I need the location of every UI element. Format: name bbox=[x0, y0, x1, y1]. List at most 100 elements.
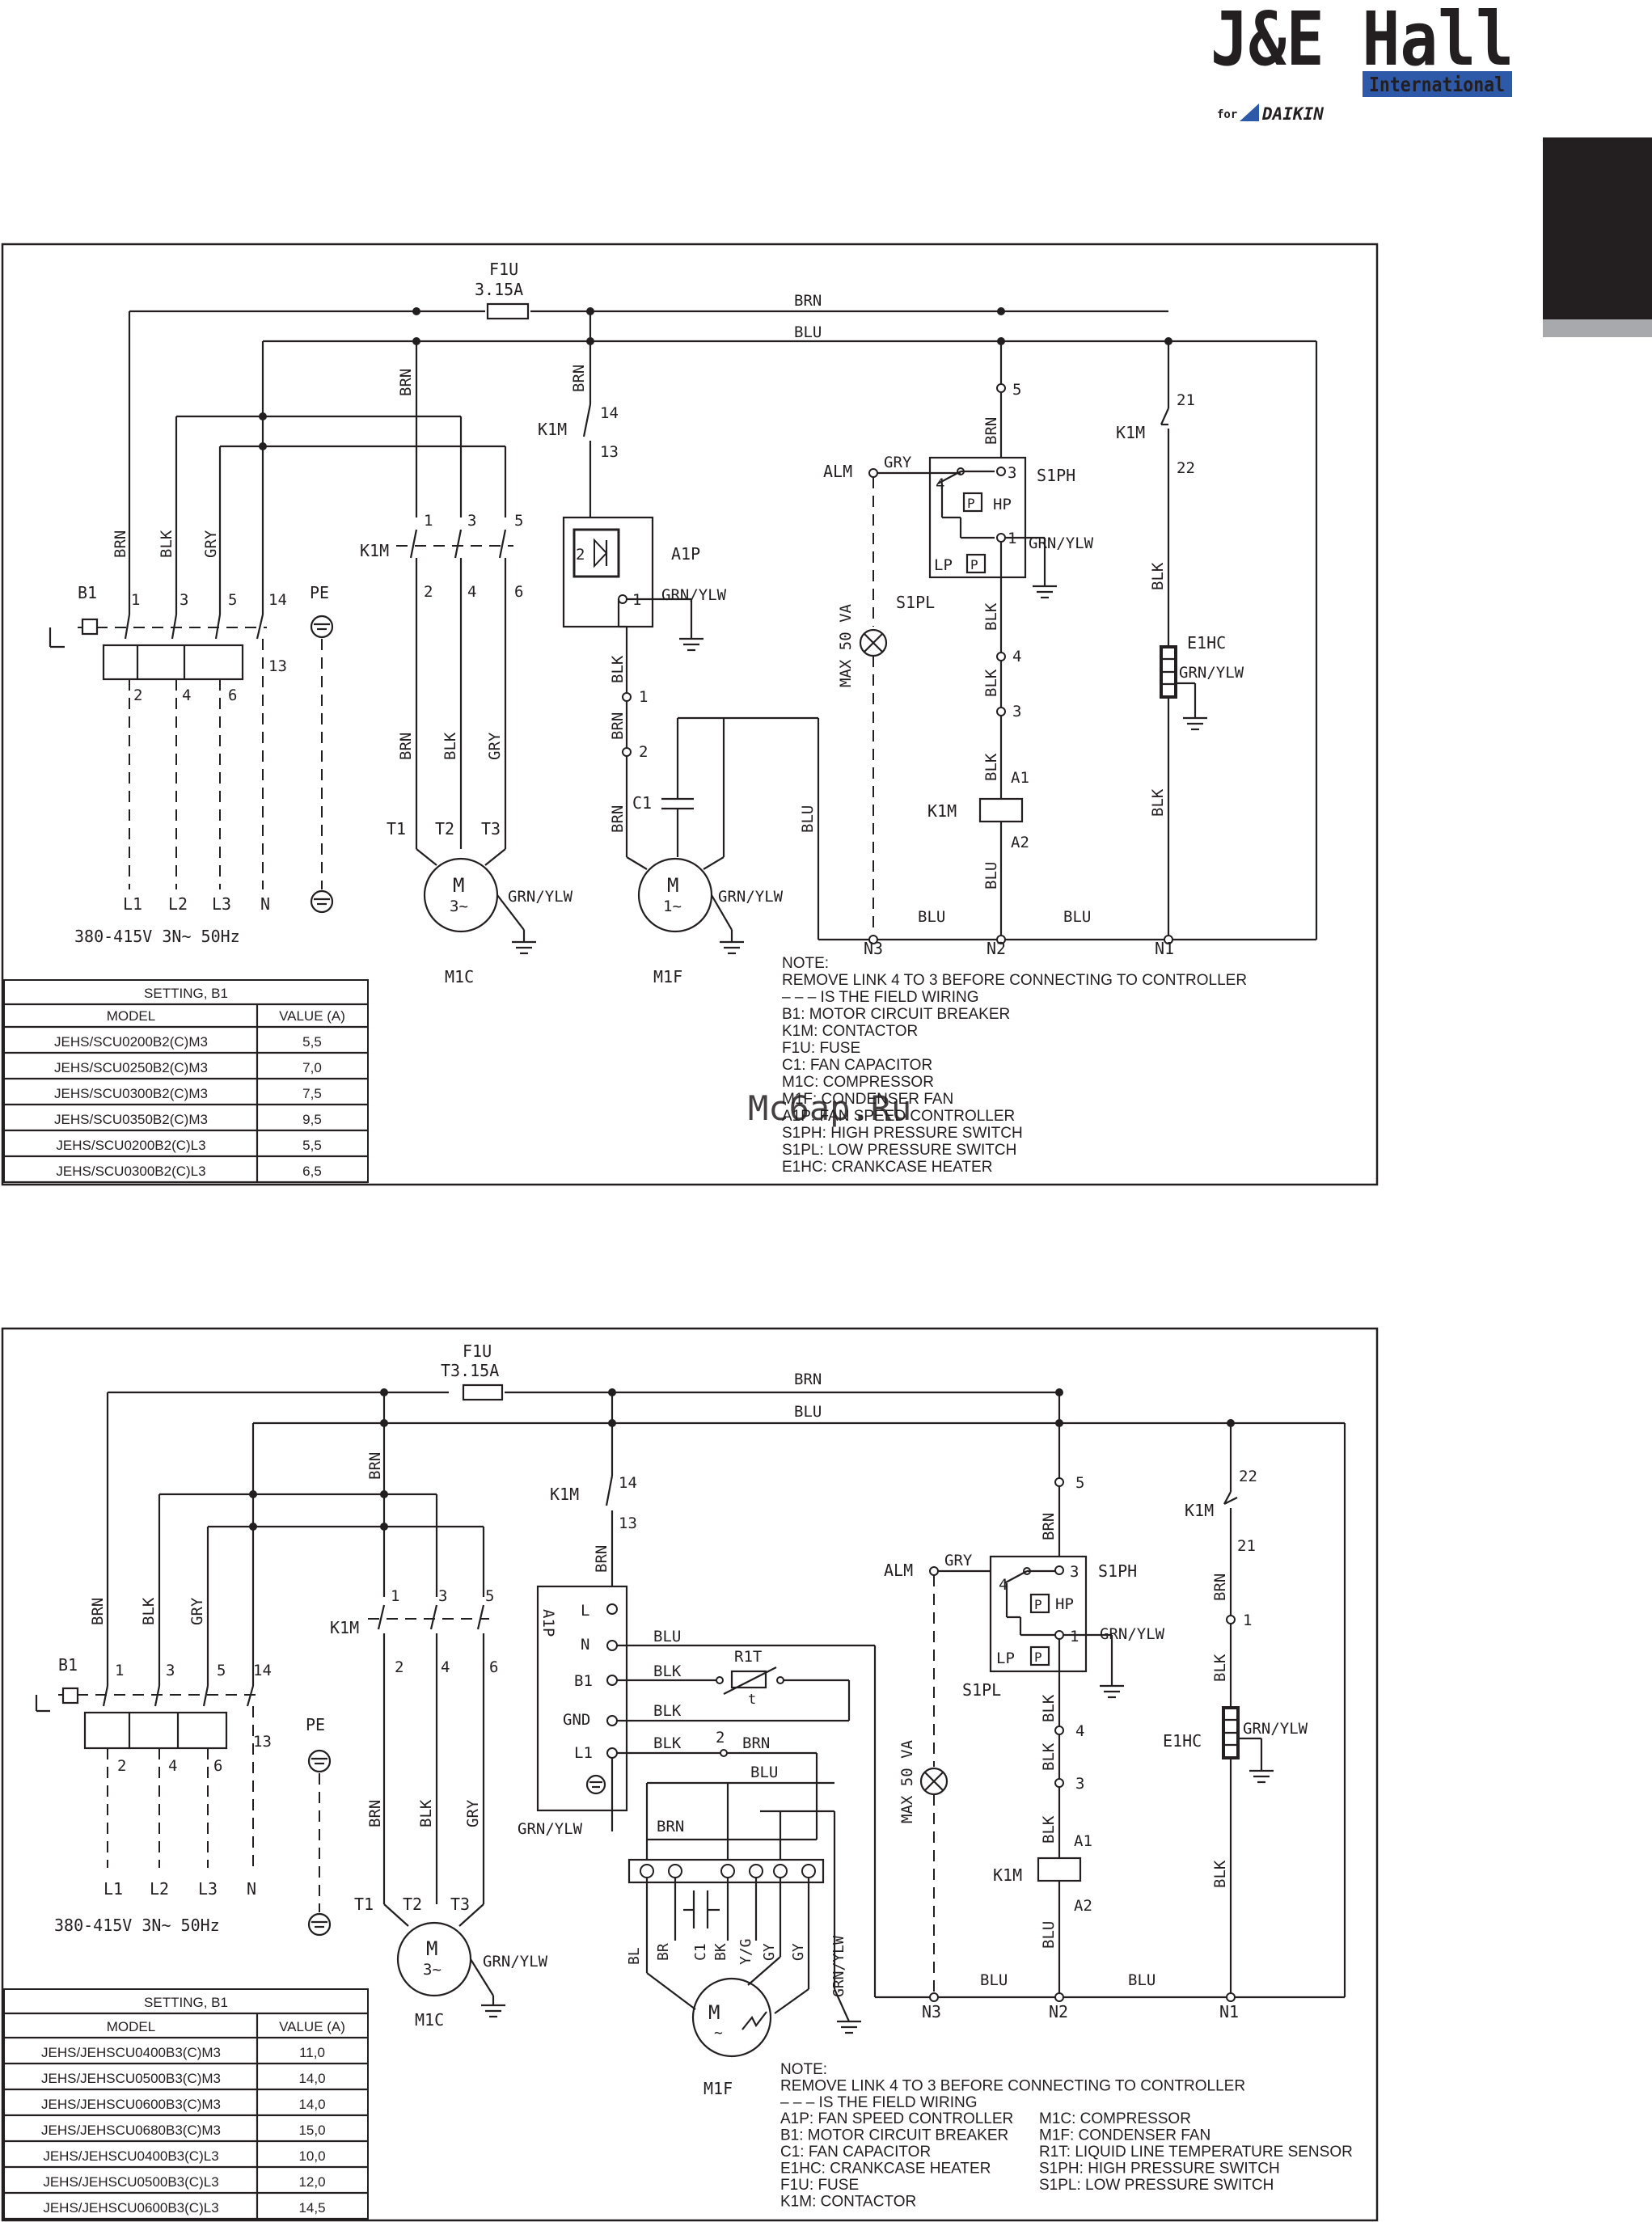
s1ph-label: S1PH bbox=[1037, 466, 1075, 485]
supply-rating: 380-415V 3N~ 50Hz bbox=[54, 1916, 220, 1935]
brand-partner: DAIKIN bbox=[1261, 104, 1324, 124]
terminal-label: 2 bbox=[639, 743, 648, 761]
terminal-label: 4 bbox=[1012, 648, 1021, 665]
wire-label: GRN/YLW bbox=[1243, 1720, 1308, 1738]
a1p-terminal-n: N bbox=[581, 1636, 589, 1654]
wire-label: BLK bbox=[653, 1662, 682, 1680]
b1-label: B1 bbox=[78, 583, 97, 602]
note-line: F1U: FUSE bbox=[780, 2177, 859, 2194]
m1c-label: M1C bbox=[445, 967, 474, 986]
wire-label: BLK bbox=[158, 530, 175, 558]
table-title: SETTING, B1 bbox=[144, 1995, 228, 2010]
table-cell-value: 14,5 bbox=[298, 2200, 325, 2216]
note-line: – – – IS THE FIELD WIRING bbox=[782, 989, 979, 1006]
table-cell-value: 9,5 bbox=[302, 1112, 322, 1127]
note-line: NOTE: bbox=[782, 955, 829, 972]
wire-label: BLK bbox=[982, 602, 1000, 631]
motor-phase: ~ bbox=[714, 2025, 723, 2042]
table-cell-model: JEHS/SCU0300B2(C)L3 bbox=[56, 1164, 205, 1179]
motor-circuit-breaker-b1: B1 1 3 5 14 13 2 4 6 bbox=[49, 583, 287, 704]
wire-label: BRN bbox=[112, 530, 129, 558]
temperature-sensor-r1t: R1T t bbox=[716, 1648, 784, 1708]
wire-label: BRN bbox=[794, 1371, 822, 1388]
hp-label: HP bbox=[993, 496, 1012, 513]
motor-m: M bbox=[708, 2001, 720, 2024]
wire-label: BRN bbox=[366, 1452, 384, 1480]
wire-label: BLK bbox=[1211, 1654, 1229, 1682]
pressure-sensor-p: P bbox=[1034, 1597, 1042, 1612]
wire-label: Y/G bbox=[737, 1938, 754, 1965]
supply-l1: L1 bbox=[123, 894, 142, 914]
wire-label: BRN bbox=[366, 1800, 384, 1827]
wire-label: GRN/YLW bbox=[1179, 664, 1244, 682]
terminal-label: 5 bbox=[1075, 1474, 1084, 1492]
b1-terminal: 4 bbox=[182, 686, 191, 704]
table-cell-model: JEHS/JEHSCU0680B3(C)M3 bbox=[41, 2123, 221, 2138]
wire-label: BRN bbox=[1040, 1513, 1058, 1540]
wire-label: GRN/YLW bbox=[508, 888, 573, 906]
earth-icon bbox=[1033, 585, 1057, 599]
wire-label: BLK bbox=[653, 1734, 682, 1752]
n3-label: N3 bbox=[922, 2002, 941, 2021]
terminal-label: 1 bbox=[1243, 1612, 1252, 1629]
terminal-label: 3 bbox=[1075, 1775, 1084, 1793]
supply-l1: L1 bbox=[104, 1879, 123, 1899]
supply-l3: L3 bbox=[198, 1879, 218, 1899]
b1-terminal: 14 bbox=[253, 1662, 272, 1679]
watermark: Mc6ap.Ru bbox=[748, 1088, 911, 1128]
earth-icon bbox=[481, 2004, 505, 2018]
crankcase-heater-e1hc: E1HC bbox=[1160, 633, 1226, 699]
earth-icon bbox=[1183, 716, 1207, 731]
lp-label: LP bbox=[996, 1650, 1015, 1667]
wire-label: BLK bbox=[609, 655, 627, 683]
note-line: S1PL: LOW PRESSURE SWITCH bbox=[1039, 2177, 1274, 2194]
contact-terminal: 3 bbox=[467, 512, 476, 530]
table-cell-model: JEHS/JEHSCU0500B3(C)L3 bbox=[43, 2174, 218, 2190]
wire-label: BRN bbox=[982, 417, 1000, 445]
wire-label: BRN bbox=[593, 1545, 611, 1573]
contact-terminal: 4 bbox=[441, 1658, 450, 1676]
wire-label: BLK bbox=[442, 732, 459, 760]
table-header-value: VALUE (A) bbox=[279, 1008, 345, 1024]
a1p-label: A1P bbox=[539, 1609, 557, 1637]
wire-label: BLU bbox=[750, 1764, 778, 1781]
hp-label: HP bbox=[1055, 1595, 1074, 1613]
motor-phase: 3~ bbox=[450, 898, 468, 915]
table-cell-value: 7,0 bbox=[302, 1060, 322, 1075]
terminal-label: 4 bbox=[999, 1576, 1008, 1594]
supply-l3: L3 bbox=[212, 894, 231, 914]
a1p-terminal-l1: L1 bbox=[574, 1744, 593, 1762]
compressor-motor-m1c: M 3~ bbox=[396, 1921, 472, 1997]
pe-label: PE bbox=[306, 1715, 325, 1734]
table-cell-model: JEHS/JEHSCU0600B3(C)M3 bbox=[41, 2097, 221, 2112]
m1f-label: M1F bbox=[653, 967, 682, 986]
section-tab bbox=[1543, 137, 1652, 319]
brand-logo: J&E Hall International for DAIKIN bbox=[1210, 0, 1514, 124]
note-line: A1P: FAN SPEED CONTROLLER bbox=[782, 1108, 1015, 1125]
table-cell-value: 11,0 bbox=[299, 2045, 325, 2060]
wire-label: GRY bbox=[202, 530, 220, 558]
n1-label: N1 bbox=[1219, 2002, 1239, 2021]
supply-n: N bbox=[260, 894, 270, 914]
note-line: M1C: COMPRESSOR bbox=[782, 1074, 934, 1091]
wire-label: GRY bbox=[884, 454, 912, 471]
motor-terminal: T3 bbox=[481, 819, 501, 839]
max-50va-label: MAX 50 VA bbox=[837, 603, 855, 687]
m1f-label: M1F bbox=[703, 2079, 733, 2098]
terminal-label: 1 bbox=[639, 688, 648, 706]
s1pl-label: S1PL bbox=[896, 593, 935, 612]
table-cell-value: 14,0 bbox=[298, 2071, 325, 2086]
wire-label: BLU bbox=[794, 323, 822, 341]
fan-speed-controller-a1p: A1P L N B1 GND L1 bbox=[536, 1585, 628, 1812]
wire-label: GRN/YLW bbox=[1029, 534, 1094, 552]
wire-label: GY bbox=[790, 1943, 807, 1961]
note-line: NOTE: bbox=[780, 2061, 827, 2078]
terminal-label: 3 bbox=[1070, 1563, 1079, 1581]
contact-terminal: 2 bbox=[395, 1658, 403, 1676]
note-line: C1: FAN CAPACITOR bbox=[782, 1057, 932, 1074]
n2-label: N2 bbox=[1049, 2002, 1068, 2021]
wire-label: GRN/YLW bbox=[661, 586, 727, 604]
table-cell-model: JEHS/JEHSCU0500B3(C)M3 bbox=[41, 2071, 221, 2086]
b1-terminal: 1 bbox=[115, 1662, 124, 1679]
